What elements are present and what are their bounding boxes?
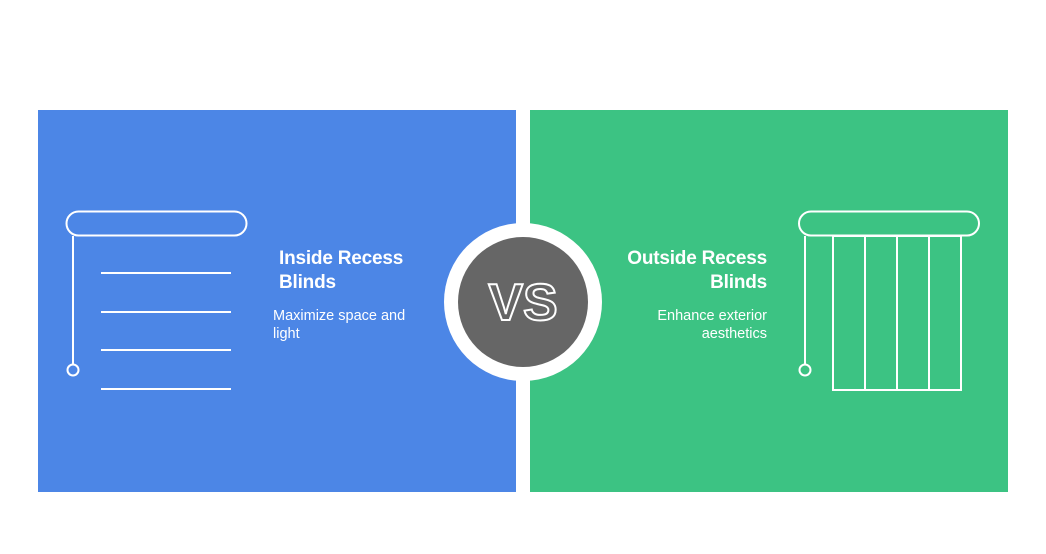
- outside-recess-description: Enhance exterior aesthetics: [607, 307, 767, 343]
- outside-recess-title: Outside Recess Blinds: [597, 247, 767, 295]
- vs-text: VS: [487, 273, 558, 333]
- outside-recess-panel: Outside Recess Blinds Enhance exterior a…: [530, 110, 1008, 492]
- desc-line-1: Enhance exterior: [657, 308, 767, 324]
- inside-recess-title: Inside Recess Blinds: [279, 247, 429, 295]
- horizontal-blinds-icon: [64, 209, 254, 395]
- title-line-2: Blinds: [279, 272, 336, 293]
- inside-recess-panel: Inside Recess Blinds Maximize space and …: [38, 110, 516, 492]
- title-line-2: Blinds: [710, 272, 767, 293]
- svg-text:VS: VS: [488, 274, 557, 332]
- desc-line-1: Maximize space and: [273, 308, 406, 324]
- vertical-blinds-icon: [797, 209, 983, 395]
- desc-line-2: light: [273, 326, 300, 342]
- vs-circle: VS: [458, 237, 588, 367]
- title-line-1: Outside Recess: [627, 248, 767, 269]
- desc-line-2: aesthetics: [701, 326, 767, 342]
- vs-badge: VS: [444, 223, 602, 381]
- inside-recess-description: Maximize space and light: [273, 307, 433, 343]
- title-line-1: Inside Recess: [279, 248, 404, 269]
